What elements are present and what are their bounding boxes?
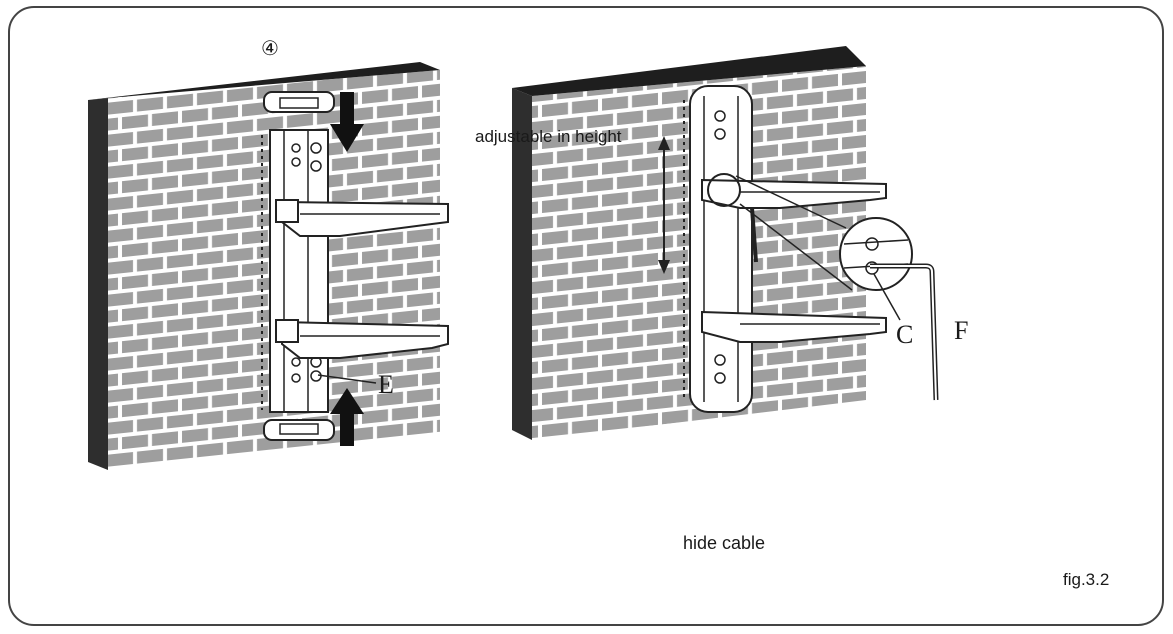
up-arrow-icon xyxy=(330,388,364,446)
part-c-label: C xyxy=(896,320,914,349)
figure-frame xyxy=(8,6,1164,626)
part-e-label: E xyxy=(378,370,394,399)
right-mounting-rail xyxy=(683,85,753,413)
left-bracket-upper xyxy=(275,199,449,237)
adjustable-height-label: adjustable in height xyxy=(475,127,622,146)
cable xyxy=(750,207,758,263)
part-f-label: F xyxy=(954,316,969,345)
left-mounting-rail xyxy=(261,91,335,441)
step-number: ④ xyxy=(261,36,279,60)
left-bracket-lower xyxy=(275,319,449,359)
right-bracket-upper xyxy=(701,173,887,209)
left-wall xyxy=(88,62,440,470)
height-adjust-arrow-icon xyxy=(658,136,670,274)
hide-cable-caption: hide cable xyxy=(683,533,766,553)
down-arrow-icon xyxy=(330,92,364,152)
part-e-leader xyxy=(317,374,377,384)
figure-number: fig.3.2 xyxy=(1063,570,1110,589)
right-bracket-lower xyxy=(701,310,887,343)
